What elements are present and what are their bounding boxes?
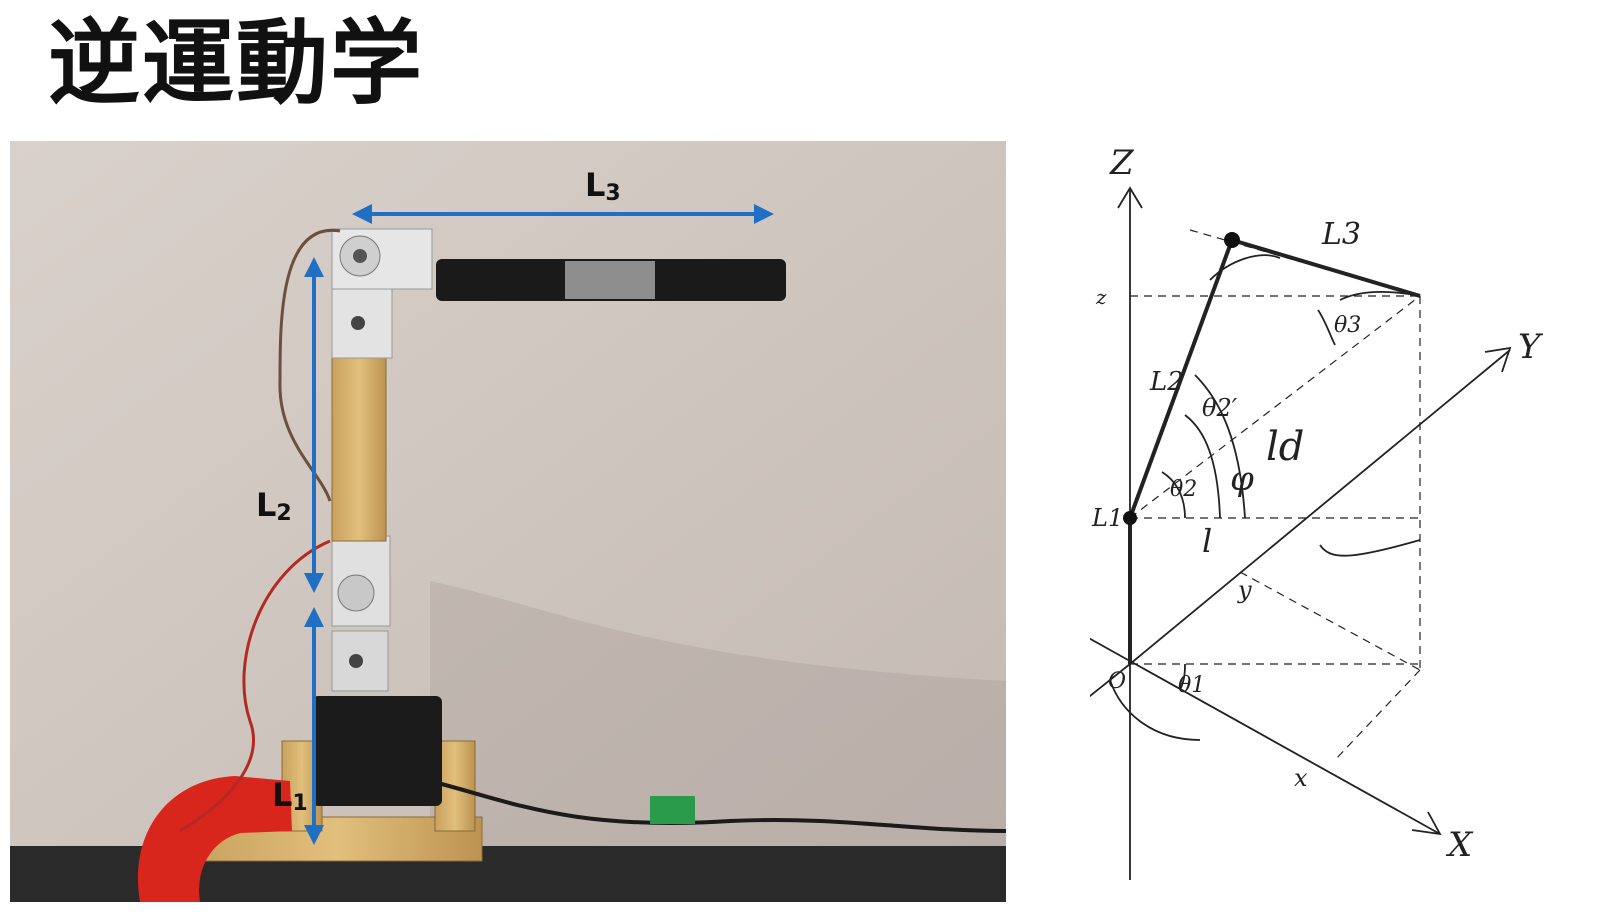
base-servo bbox=[312, 696, 442, 806]
label-link-l3: L3 bbox=[1321, 217, 1361, 252]
kinematics-sketch: Z Y X O L1 L2 L3 θ1 θ2 θ2′ θ3 φ ld l z y… bbox=[1090, 143, 1544, 880]
label-z-axis: Z bbox=[1109, 143, 1135, 183]
servo-hub bbox=[337, 574, 375, 612]
label-l1: L1 bbox=[272, 776, 308, 816]
label-l: l bbox=[1202, 522, 1212, 560]
base-board bbox=[191, 816, 483, 862]
connector bbox=[650, 796, 695, 824]
servo-bracket-upper bbox=[331, 285, 393, 359]
label-x-axis: X bbox=[1445, 825, 1474, 865]
wooden-link bbox=[331, 340, 387, 542]
red-clamp bbox=[137, 776, 292, 902]
link-l3 bbox=[1231, 238, 1421, 298]
robot-arm-photo: L3 L2 L1 bbox=[10, 141, 1006, 902]
label-y-axis: Y bbox=[1518, 327, 1544, 367]
label-y: y bbox=[1237, 576, 1252, 604]
label-z: z bbox=[1095, 285, 1107, 309]
x-axis bbox=[1090, 637, 1441, 835]
label-link-l2: L2 bbox=[1149, 367, 1184, 397]
link-l2 bbox=[1128, 239, 1234, 519]
wire-cable bbox=[429, 779, 1006, 833]
label-theta1: θ1 bbox=[1178, 673, 1205, 698]
label-theta2-prime: θ2′ bbox=[1202, 394, 1238, 422]
label-theta3: θ3 bbox=[1334, 313, 1361, 338]
label-theta2: θ2 bbox=[1170, 477, 1197, 502]
y-axis bbox=[1129, 349, 1511, 665]
joint-top-dot bbox=[1224, 232, 1240, 248]
wire-red bbox=[179, 539, 331, 833]
label-origin: O bbox=[1108, 669, 1126, 694]
label-joint-l1: L1 bbox=[1091, 504, 1123, 532]
label-l3: L3 bbox=[585, 166, 621, 206]
label-l2: L2 bbox=[256, 486, 292, 526]
label-ld: ld bbox=[1266, 424, 1304, 470]
page-title: 逆運動学 bbox=[48, 10, 425, 117]
label-x: x bbox=[1294, 764, 1308, 792]
joint-l1-dot bbox=[1123, 511, 1137, 525]
label-phi: φ bbox=[1230, 459, 1254, 499]
